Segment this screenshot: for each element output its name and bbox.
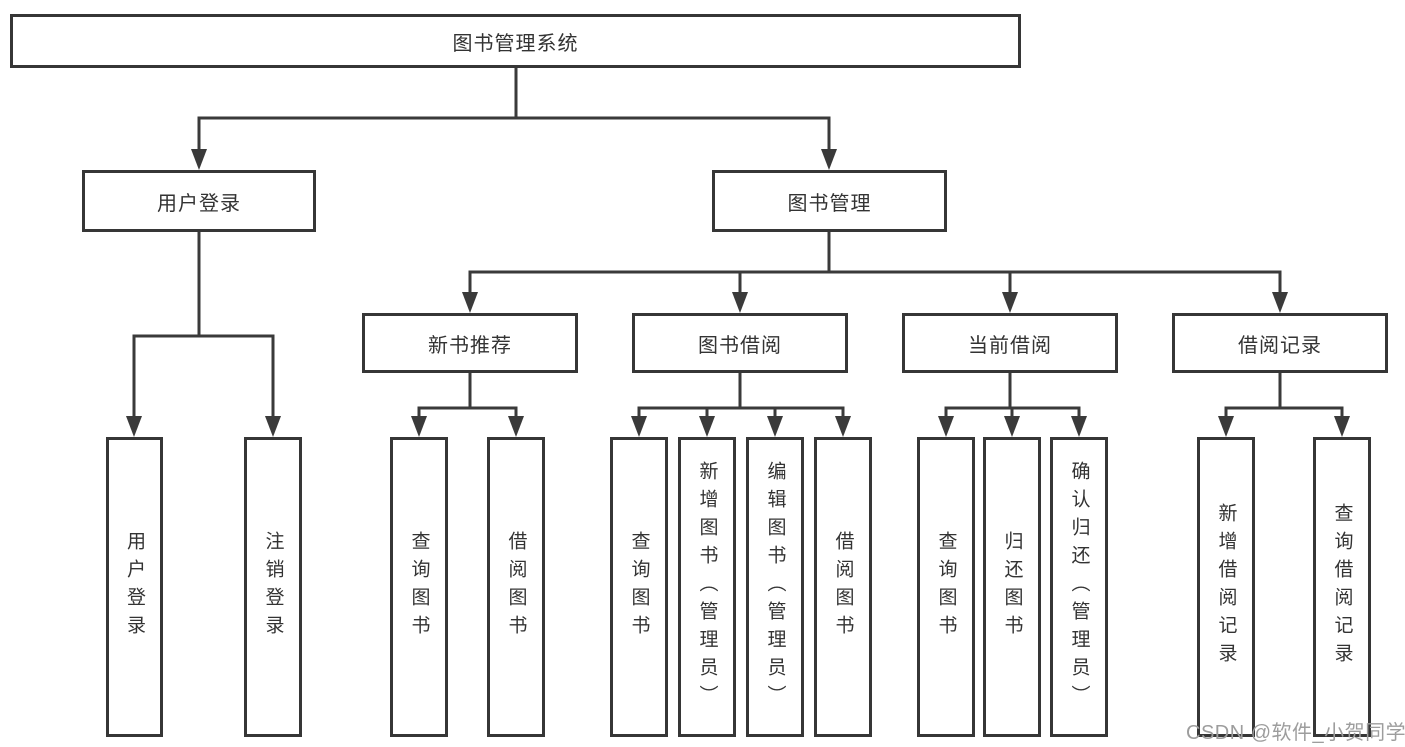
leaf-edit-book-admin: 编辑图书（管理员） xyxy=(746,437,804,737)
watermark: CSDN @软件_小贺同学 xyxy=(1186,722,1405,744)
leaf-user-login: 用户登录 xyxy=(106,437,163,737)
node-user-login-branch: 用户登录 xyxy=(82,170,316,232)
leaf-borrow-query-books: 查询图书 xyxy=(610,437,668,737)
node-current-borrow: 当前借阅 xyxy=(902,313,1118,373)
leaf-confirm-return-admin: 确认归还（管理员） xyxy=(1050,437,1108,737)
arrowhead-icon xyxy=(821,149,837,170)
arrowhead-icon xyxy=(631,416,647,437)
leaf-query-borrow-record: 查询借阅记录 xyxy=(1313,437,1371,737)
leaf-add-borrow-record: 新增借阅记录 xyxy=(1197,437,1255,737)
arrowhead-icon xyxy=(732,292,748,313)
leaf-add-book-admin: 新增图书（管理员） xyxy=(678,437,736,737)
arrowhead-icon xyxy=(265,416,281,437)
leaf-current-query-books: 查询图书 xyxy=(917,437,975,737)
arrowhead-icon xyxy=(1071,416,1087,437)
node-new-book-recommend: 新书推荐 xyxy=(362,313,578,373)
node-book-borrow: 图书借阅 xyxy=(632,313,848,373)
arrowhead-icon xyxy=(938,416,954,437)
arrowhead-icon xyxy=(1002,292,1018,313)
leaf-return-books: 归还图书 xyxy=(983,437,1041,737)
node-borrow-records: 借阅记录 xyxy=(1172,313,1388,373)
arrowhead-icon xyxy=(462,292,478,313)
node-book-management: 图书管理 xyxy=(712,170,947,232)
arrowhead-icon xyxy=(411,416,427,437)
arrowhead-icon xyxy=(191,149,207,170)
arrowhead-icon xyxy=(699,416,715,437)
arrowhead-icon xyxy=(1218,416,1234,437)
arrowhead-icon xyxy=(126,416,142,437)
arrowhead-icon xyxy=(1334,416,1350,437)
arrowhead-icon xyxy=(1272,292,1288,313)
leaf-borrow-books: 借阅图书 xyxy=(814,437,872,737)
arrowhead-icon xyxy=(767,416,783,437)
arrowhead-icon xyxy=(1004,416,1020,437)
leaf-logout: 注销登录 xyxy=(244,437,302,737)
leaf-recommend-borrow-books: 借阅图书 xyxy=(487,437,545,737)
arrowhead-icon xyxy=(508,416,524,437)
leaf-recommend-query-books: 查询图书 xyxy=(390,437,448,737)
arrowhead-icon xyxy=(835,416,851,437)
node-root: 图书管理系统 xyxy=(10,14,1021,68)
